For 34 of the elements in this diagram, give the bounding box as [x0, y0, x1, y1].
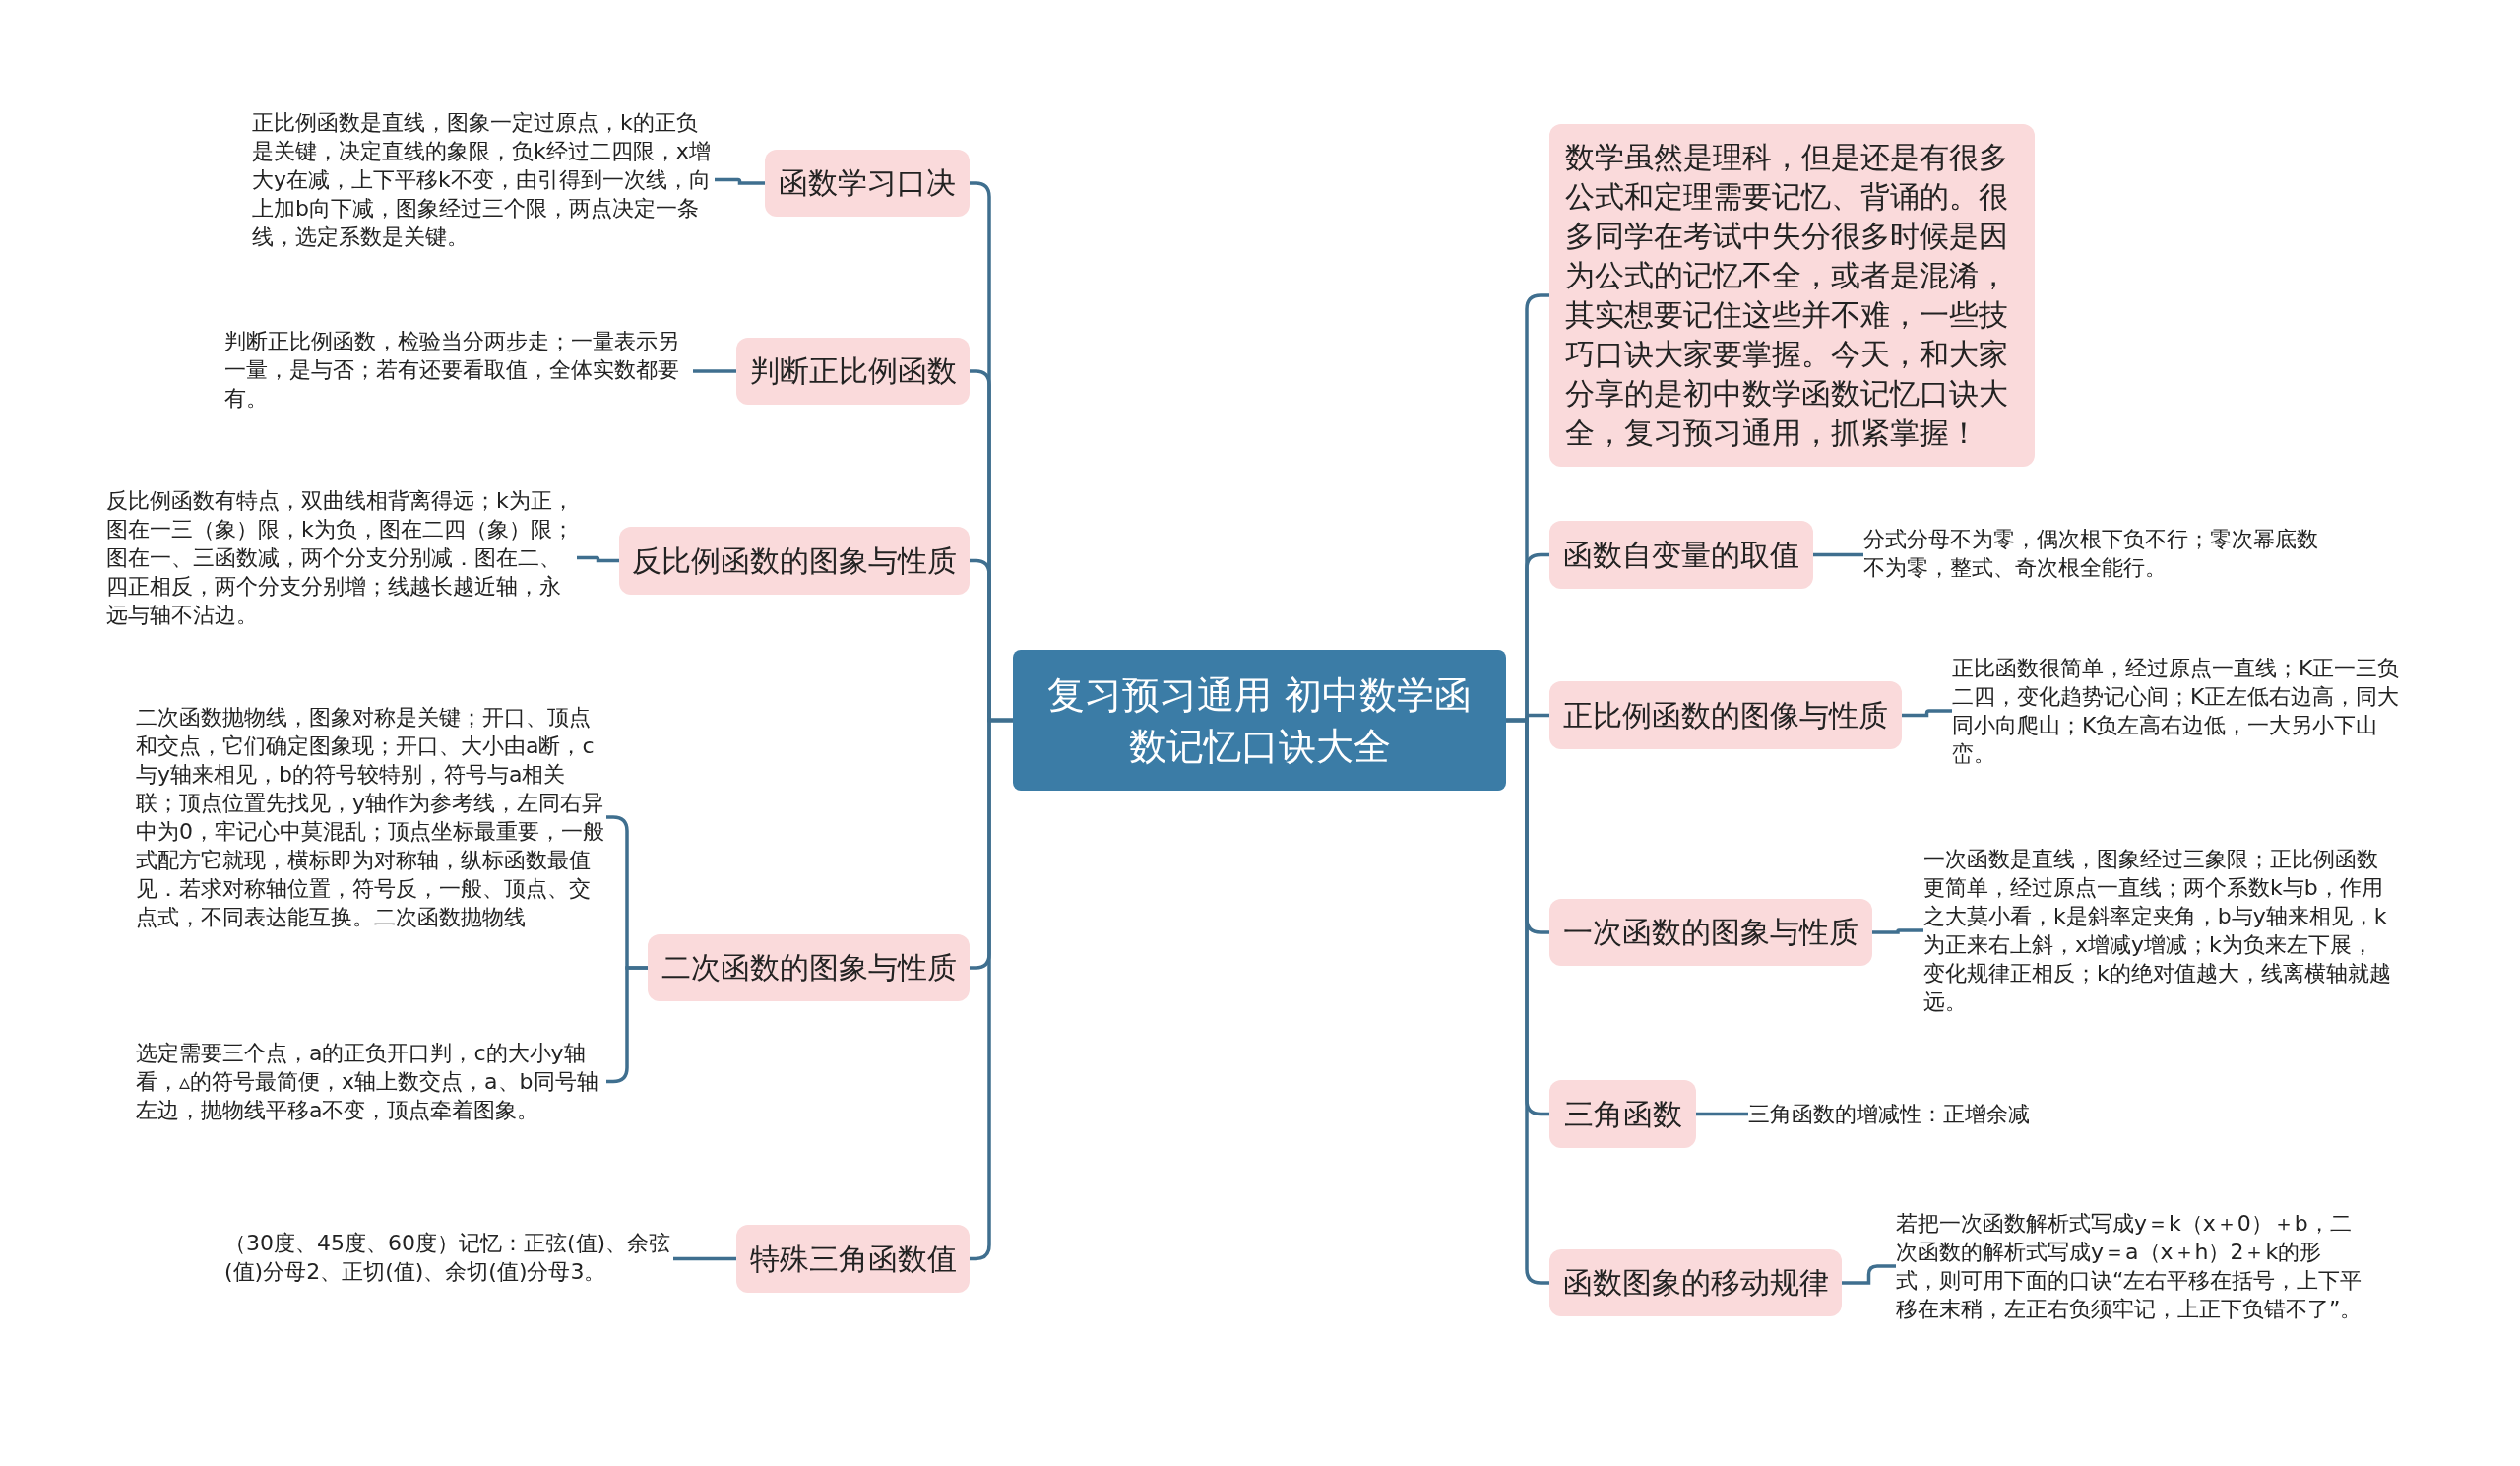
topic-box: 函数学习口决: [765, 150, 970, 217]
topic-box: 函数图象的移动规律: [1549, 1249, 1842, 1316]
topic-box: 函数自变量的取值: [1549, 521, 1813, 589]
topic-box: 一次函数的图象与性质: [1549, 899, 1872, 966]
note-text: 一次函数是直线，图象经过三象限；正比例函数更简单，经过原点一直线；两个系数k与b，作用之大莫小看，k是斜率定夹角，b与y轴来相见，k为正来右上斜，x增减y增减；k为负来左下展，变化规律正相反；k的绝对值越大，线离横轴就越远。: [1923, 845, 2392, 1016]
connector-line: [1872, 928, 1923, 934]
note-text: 正比函数很简单，经过原点一直线；K正一三负二四，变化趋势记心间；K正左低右边高，同大同小向爬山；K负左高右边低，一大另小下山峦。: [1952, 654, 2411, 768]
topic-box: 判断正比例函数: [736, 338, 970, 405]
note-text: 正比例函数是直线，图象一定过原点，k的正负是关键，决定直线的象限，负k经过二四限，x增大y在减，上下平移k不变，由引得到一次线，向上加b向下减，图象经过三个限，两点决定一条线，选定系数是关键。: [252, 108, 715, 251]
topic-box: 反比例函数的图象与性质: [619, 527, 970, 595]
note-text: 选定需要三个点，a的正负开口判，c的大小y轴看，▵的符号最简便，x轴上数交点，a、b同号轴左边，抛物线平移a不变，顶点牵着图象。: [136, 1039, 606, 1124]
note-text: 二次函数抛物线，图象对称是关键；开口、顶点和交点，它们确定图象现；开口、大小由a断，c与y轴来相见，b的符号较特别，符号与a相关联；顶点位置先找见，y轴作为参考线，左同右异中为0，牢记心中莫混乱；顶点坐标最重要，一般式配方它就现，横标即为对称轴，纵标函数最值见．若求对称轴位置，符号反，一般、顶点、交点式，不同表达能互换。二次函数抛物线: [136, 703, 606, 931]
topic-box: 三角函数: [1549, 1080, 1696, 1148]
connector-line: [970, 718, 1013, 1261]
topic-box: 正比例函数的图像与性质: [1549, 681, 1902, 749]
connector-line: [1696, 1112, 1748, 1116]
connector-line: [673, 1256, 736, 1261]
note-text: 三角函数的增减性：正增余减: [1748, 1100, 2073, 1128]
note-text: （30度、45度、60度）记忆：正弦(值)、余弦(值)分母2、正切(值)、余切(值)分母3。: [224, 1229, 673, 1286]
connector-line: [577, 555, 619, 563]
intro-box: 数学虽然是理科，但是还是有很多公式和定理需要记忆、背诵的。很多同学在考试中失分很多时候是因为公式的记忆不全，或者是混淆，其实想要记住这些并不难，一些技巧口诀大家要掌握。今天，和大家分享的是初中数学函数记忆口诀大全，复习预习通用，抓紧掌握！: [1549, 124, 2035, 467]
note-text: 判断正比例函数，检验当分两步走；一量表示另一量，是与否；若有还要看取值，全体实数都要有。: [224, 327, 693, 413]
connector-line: [1506, 718, 1549, 1285]
connector-line: [1902, 709, 1952, 718]
connector-line: [693, 369, 736, 373]
note-text: 分式分母不为零，偶次根下负不行；零次幂底数不为零，整式、奇次根全能行。: [1863, 525, 2331, 582]
note-text: 若把一次函数解析式写成y＝k（x＋0）＋b，二次函数的解析式写成y＝a（x＋h）2＋k的形式，则可用下面的口诀“左右平移在括号，上下平移在末稍，左正右负须牢记，上正下负错不了”。: [1896, 1209, 2364, 1323]
connector-line: [1842, 1264, 1896, 1285]
connector-line: [1813, 552, 1863, 557]
topic-box: 二次函数的图象与性质: [648, 934, 970, 1001]
topic-box: 特殊三角函数值: [736, 1225, 970, 1293]
connector-line: [715, 177, 765, 185]
central-topic-box: 复习预习通用 初中数学函数记忆口诀大全: [1013, 650, 1506, 791]
note-text: 反比例函数有特点，双曲线相背离得远；k为正，图在一三（象）限，k为负，图在二四（象）限；图在一、三函数减，两个分支分别减．图在二、四正相反，两个分支分别增；线越长越近轴，永远与轴不沾边。: [106, 486, 577, 629]
